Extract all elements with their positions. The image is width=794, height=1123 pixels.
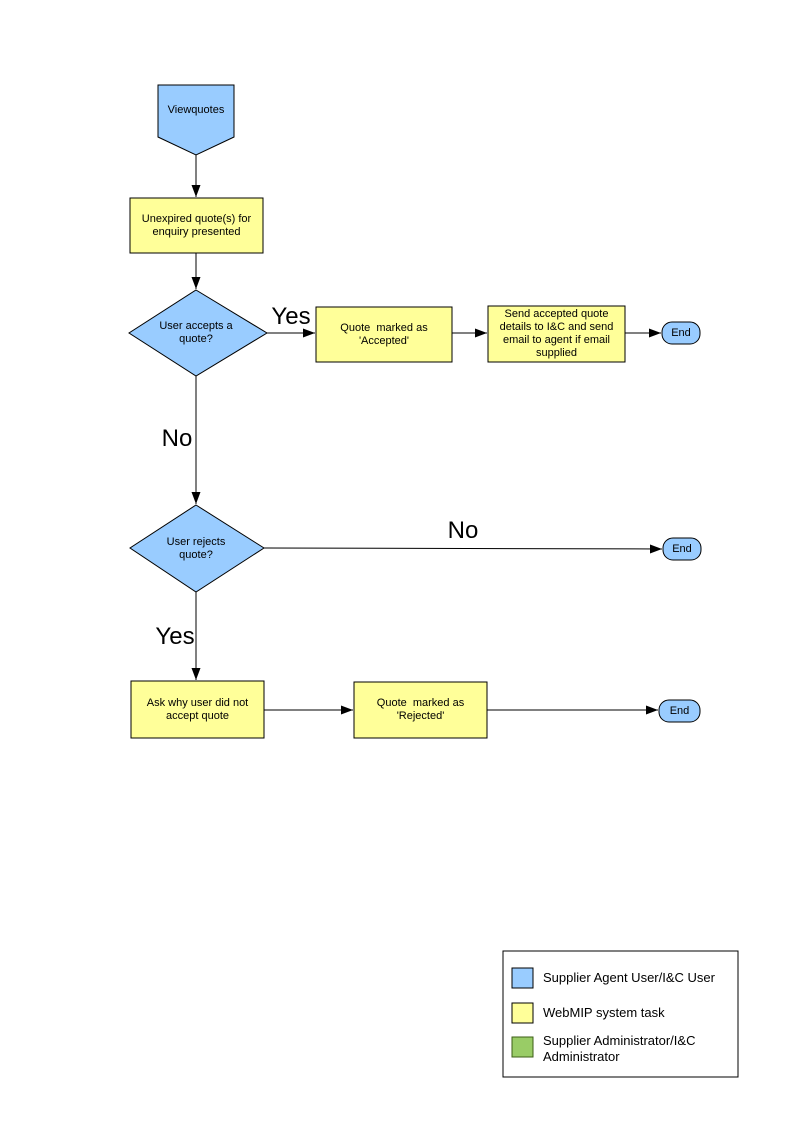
reject-decision-label: User rejects quote?	[166, 535, 229, 561]
send-node-label: Send accepted quote details to I&C and s…	[499, 308, 617, 359]
present-node-label: Unexpired quote(s) for enquiry presented	[141, 212, 255, 238]
end3-label: End	[669, 704, 690, 717]
end1-label: End	[671, 326, 691, 339]
edge-label-reject-yes: Yes	[155, 623, 195, 650]
end2-shape	[662, 537, 702, 561]
accepted-node-shape	[315, 306, 453, 363]
legend-swatch-system	[511, 1002, 534, 1024]
start-node-shape	[157, 84, 235, 156]
edge-label-reject-no: No	[447, 517, 479, 544]
end1-shape	[661, 321, 701, 345]
ask-why-node-shape	[130, 680, 265, 739]
connector-reject-no	[263, 544, 663, 554]
accept-decision-shape	[128, 289, 268, 377]
send-node-shape	[487, 305, 626, 363]
legend-box	[502, 950, 739, 1078]
rejected-node-label: Quote marked as 'Rejected'	[376, 697, 468, 722]
end3-shape	[658, 699, 701, 723]
accept-decision-label: User accepts a quote?	[159, 320, 236, 345]
legend-label-admin: Supplier Administrator/I&C Administrator	[543, 1033, 696, 1064]
ask-why-node-label: Ask why user did not accept quote	[146, 696, 252, 722]
edge-label-accept-yes: Yes	[271, 303, 311, 330]
start-node-label: Viewquotes	[167, 103, 225, 116]
legend-label-system: WebMIP system task	[543, 1005, 665, 1020]
legend-swatch-admin	[511, 1036, 534, 1058]
present-node-shape	[129, 197, 264, 254]
edge-label-accept-no: No	[161, 425, 193, 452]
legend-swatch-user	[511, 967, 534, 989]
end2-label: End	[672, 542, 692, 555]
reject-decision-shape	[129, 504, 265, 593]
legend-label-user: Supplier Agent User/I&C User	[543, 970, 715, 985]
accepted-node-label: Quote marked as 'Accepted'	[340, 321, 431, 347]
rejected-node-shape	[353, 681, 488, 739]
